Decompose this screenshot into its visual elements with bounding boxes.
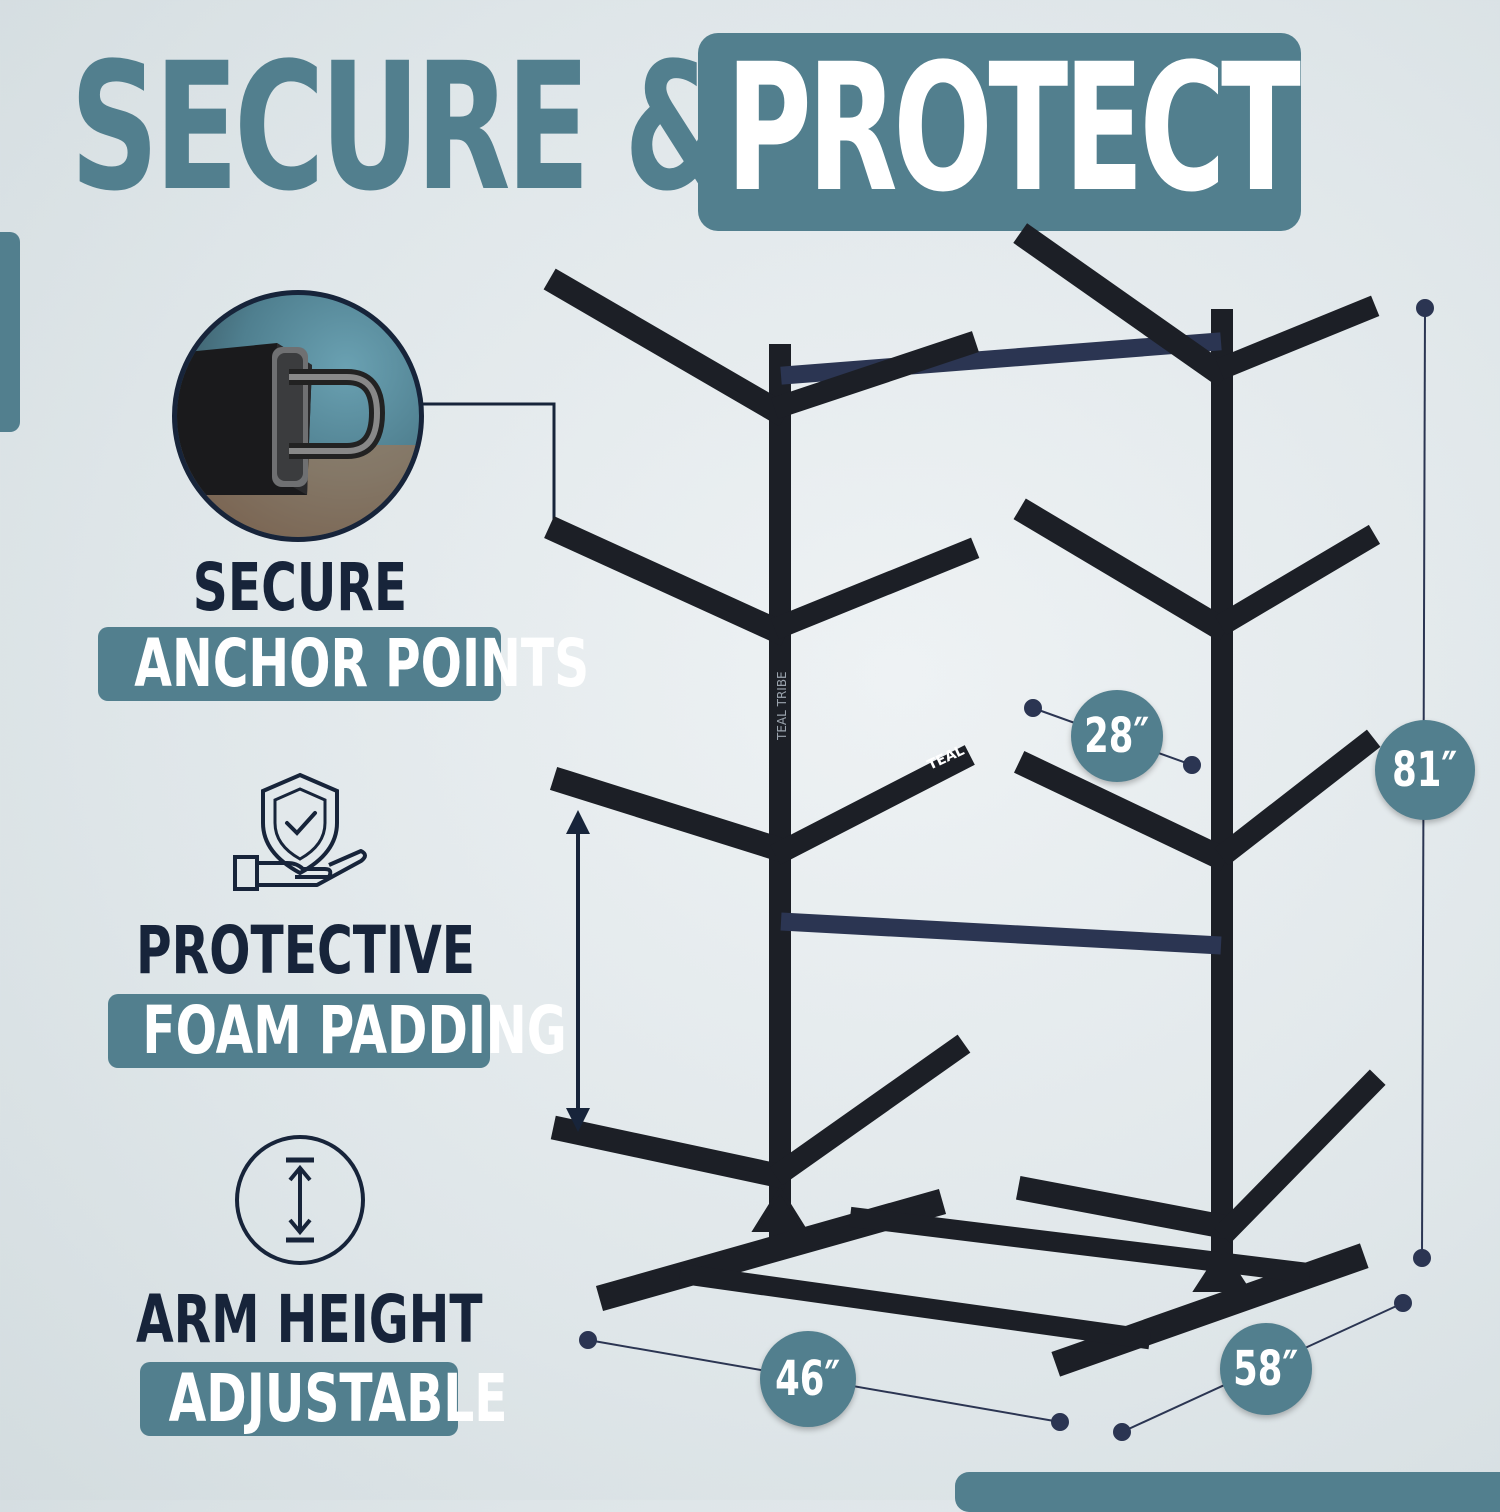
headline-highlight-box: PROTECT (698, 33, 1301, 231)
padlock-photo-icon (172, 290, 424, 542)
feature-3-pill: ADJUSTABLE (140, 1362, 508, 1436)
callout-connector (422, 402, 556, 524)
dimension-height-label: 81″ (1375, 720, 1475, 820)
shield-hand-icon (233, 772, 367, 891)
dimension-arm-spacing-label: 28″ (1071, 690, 1163, 782)
headline-part1: SECURE & (70, 25, 732, 230)
headline-part2: PROTECT (726, 26, 1301, 231)
feature-1-title: SECURE (192, 549, 408, 626)
brand-mark-upright: TEAL TRIBE (775, 671, 789, 741)
vertical-arrows-icon (235, 1135, 365, 1265)
feature-3-title: ARM HEIGHT (136, 1281, 483, 1358)
padlock-illustration (177, 343, 419, 537)
left-accent-tab (0, 232, 20, 432)
dimension-width-label: 46″ (760, 1331, 856, 1427)
feature-2-title: PROTECTIVE (136, 912, 476, 989)
dimension-depth-label: 58″ (1220, 1323, 1312, 1415)
